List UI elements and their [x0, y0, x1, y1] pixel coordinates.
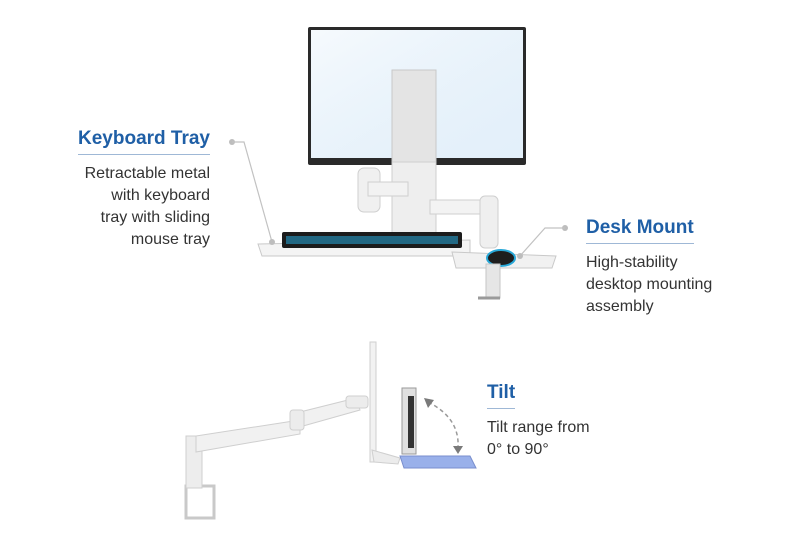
- tilt-desc-line: 0° to 90°: [487, 440, 549, 458]
- lower-arm: [195, 419, 301, 453]
- desk-mount-callout: Desk Mount High-stability desktop mounti…: [586, 217, 786, 318]
- workstation-front-view: [257, 27, 557, 300]
- tilt-arc: [427, 401, 459, 449]
- keyboard-tray-callout: Keyboard Tray Retractable metal with key…: [40, 128, 210, 251]
- desk-clamp: [485, 263, 501, 299]
- tilt-desc-line: Tilt range from: [487, 418, 590, 436]
- tilt-title: Tilt: [487, 382, 516, 409]
- desk-mount-desc-line: desktop mounting: [586, 275, 713, 293]
- desk-mount-description: High-stability desktop mounting assembly: [586, 252, 786, 318]
- tilt-callout: Tilt Tilt range from 0° to 90°: [487, 382, 687, 461]
- side-monitor: [369, 341, 377, 463]
- keyboard-tray-desc-line: mouse tray: [130, 230, 210, 248]
- desk-mount-desc-line: High-stability: [586, 253, 678, 271]
- tilt-tray-horizontal: [399, 455, 477, 469]
- side-clamp: [184, 484, 216, 520]
- desk-mount-desc-line: assembly: [586, 297, 654, 315]
- workstation-side-view: [184, 341, 477, 520]
- keyboard-tray-description: Retractable metal with keyboard tray wit…: [40, 163, 210, 251]
- tilt-description: Tilt range from 0° to 90°: [487, 417, 687, 461]
- leader-lines: [229, 139, 568, 259]
- keyboard-tray-desc-line: Retractable metal: [84, 164, 210, 182]
- mouse: [486, 249, 516, 267]
- keyboard-tray-title: Keyboard Tray: [78, 128, 210, 155]
- mount-column: [391, 161, 437, 235]
- keyboard-tray-desc-line: with keyboard: [111, 186, 210, 204]
- vesa-plate: [391, 69, 437, 163]
- desk-mount-title: Desk Mount: [586, 217, 694, 244]
- keyboard-tray-desc-line: tray with sliding: [100, 208, 210, 226]
